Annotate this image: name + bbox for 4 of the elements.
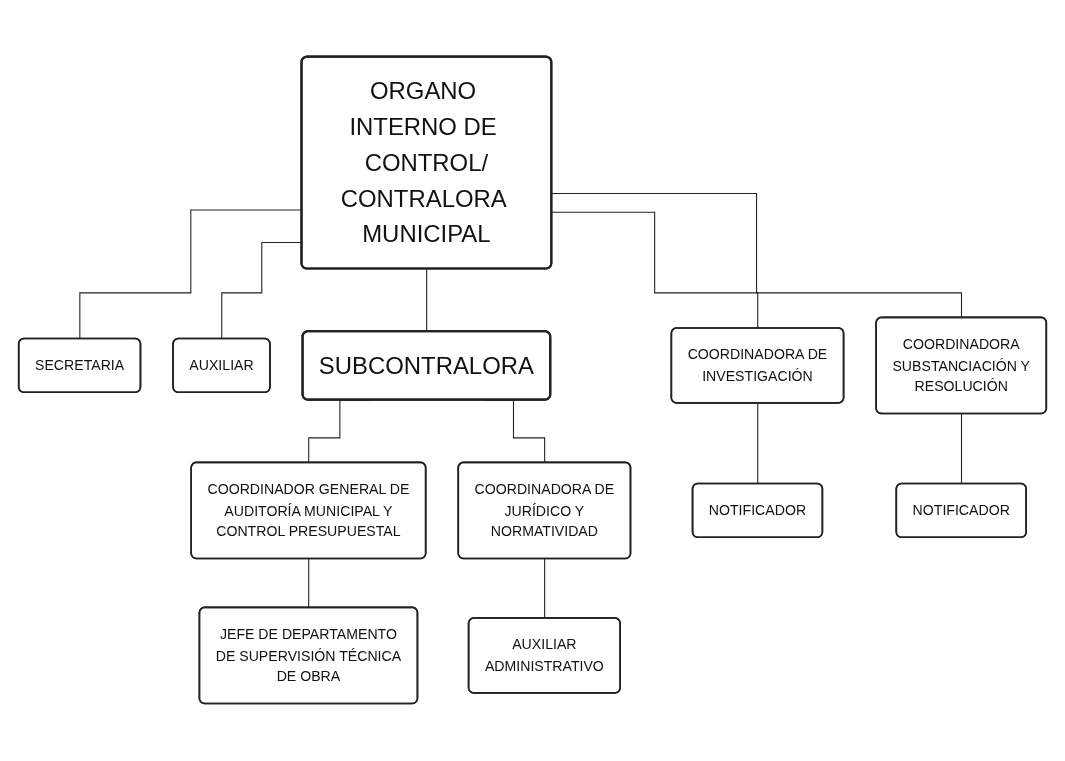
connector [551,212,759,330]
connector [544,558,546,620]
connector [551,193,963,319]
connector [308,558,310,609]
